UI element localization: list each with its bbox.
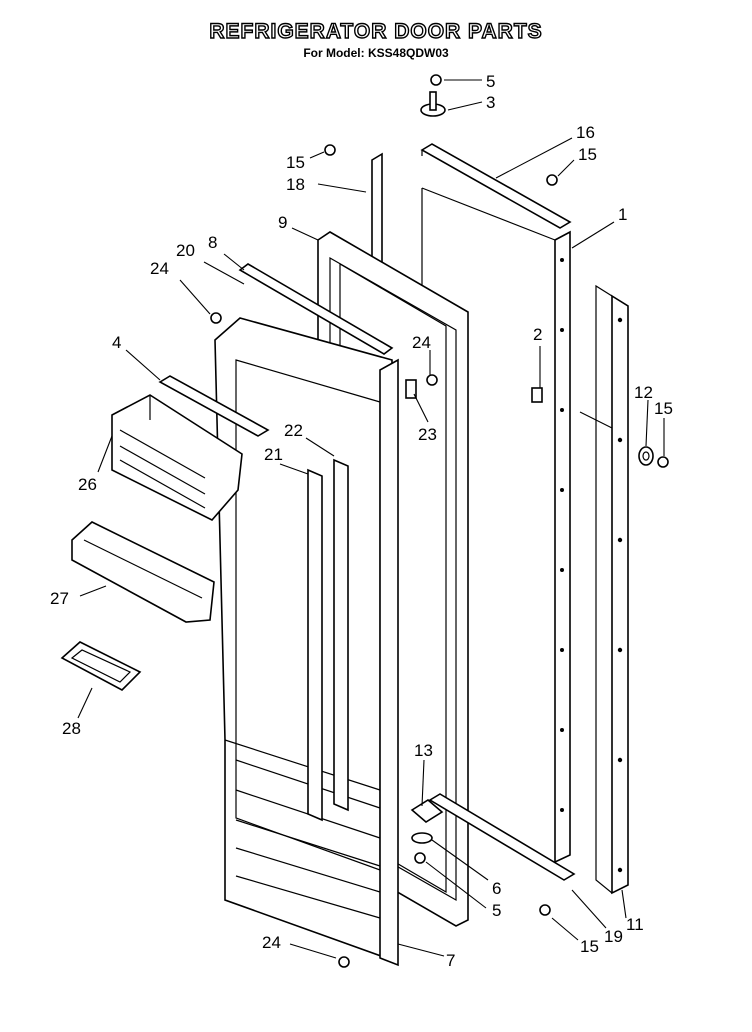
callout-23: 23: [418, 425, 437, 444]
callout-3: 3: [486, 93, 495, 112]
callout-15-bottom: 15: [580, 937, 599, 956]
diagram-title: REFRIGERATOR DOOR PARTS: [209, 19, 543, 43]
callout-8: 8: [208, 233, 217, 252]
part-28-small-tray: [60, 641, 142, 691]
callout-4: 4: [112, 333, 121, 352]
leader-lines: [77, 79, 665, 959]
callout-15-right: 15: [654, 399, 673, 418]
door-liner: [214, 317, 393, 962]
part-26-dairy-cover: [111, 394, 243, 521]
screws: [210, 74, 669, 968]
callout-numbers: 5 3 16 15 15 18 1 9 8 20 24 4 2 24 12 15…: [50, 72, 673, 970]
part-12-washer: [638, 446, 654, 466]
part-3-top-hinge: [420, 91, 446, 117]
callout-1: 1: [618, 205, 627, 224]
callout-20: 20: [176, 241, 195, 260]
callout-16: 16: [576, 123, 595, 142]
callout-27: 27: [50, 589, 69, 608]
callout-19: 19: [604, 927, 623, 946]
callout-5-top: 5: [486, 72, 495, 91]
callout-24-upper-left: 24: [150, 259, 169, 278]
part-2-bracket: [531, 387, 543, 403]
callout-5-bottom: 5: [492, 901, 501, 920]
part-21-rail: [307, 468, 323, 822]
callout-26: 26: [78, 475, 97, 494]
callout-22: 22: [284, 421, 303, 440]
callout-21: 21: [264, 445, 283, 464]
part-4-shelf-rail: [158, 375, 270, 437]
callout-13: 13: [414, 741, 433, 760]
callout-6: 6: [492, 879, 501, 898]
part-13-bottom-hinge: [410, 799, 444, 844]
part-8-top-trim: [238, 263, 394, 355]
callout-12: 12: [634, 383, 653, 402]
part-23-bracket: [405, 379, 417, 399]
part-19-bottom-channel: [428, 793, 576, 881]
part-16-top-channel: [420, 143, 572, 229]
part-27-door-bin: [71, 521, 215, 623]
callout-15-top-left: 15: [286, 153, 305, 172]
callout-24-middle: 24: [412, 333, 431, 352]
callout-9: 9: [278, 213, 287, 232]
callout-2: 2: [533, 325, 542, 344]
callout-11: 11: [626, 915, 644, 934]
part-7-frame-strip: [379, 358, 399, 967]
part-22-rail: [333, 458, 349, 812]
callout-7: 7: [446, 951, 455, 970]
callout-28: 28: [62, 719, 81, 738]
callout-24-bottom: 24: [262, 933, 281, 952]
part-11-side-trim: [595, 284, 629, 895]
model-subtitle: For Model: KSS48QDW03: [303, 46, 449, 60]
callout-15-top-right: 15: [578, 145, 597, 164]
callout-18: 18: [286, 175, 305, 194]
part-1-outer-door-panel: [421, 187, 571, 864]
